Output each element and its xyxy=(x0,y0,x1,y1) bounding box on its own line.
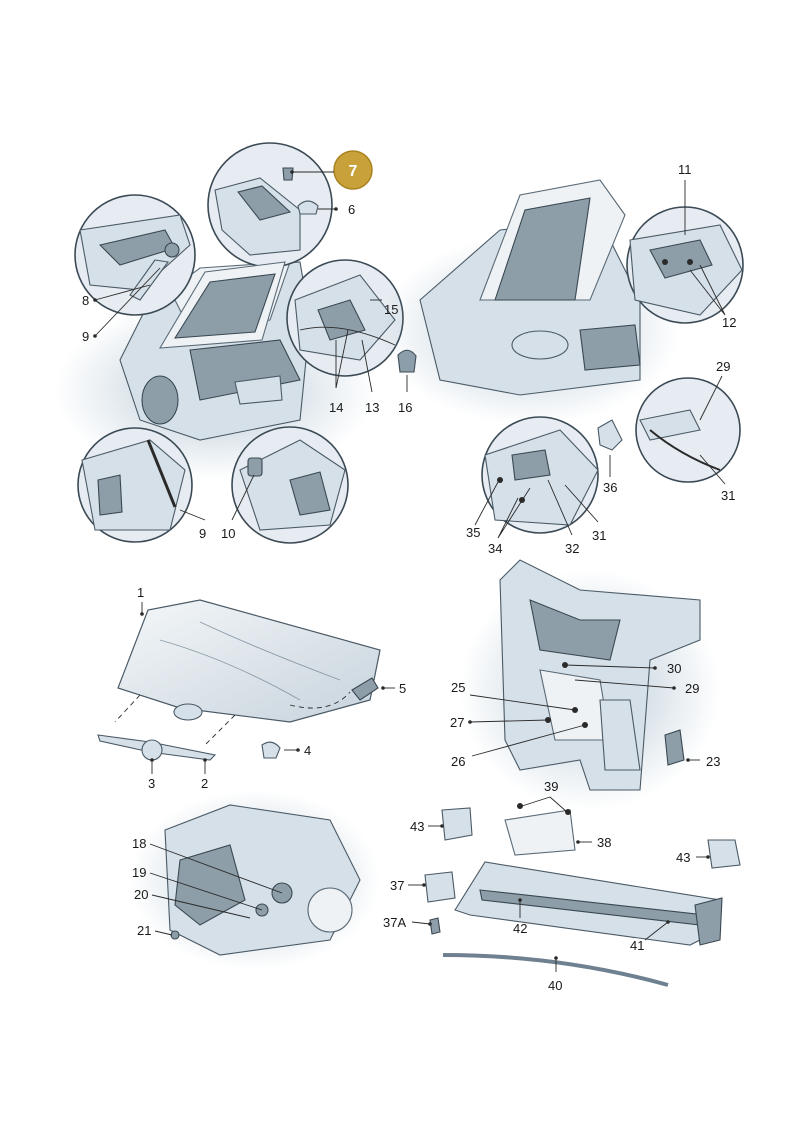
engine-bay-detail xyxy=(130,790,380,970)
part-7-highlight-badge: 7 xyxy=(290,150,373,190)
label-41: 41 xyxy=(630,938,644,953)
label-21: 21 xyxy=(137,923,151,938)
label-40: 40 xyxy=(548,978,562,993)
car-front-right-view xyxy=(380,179,680,425)
label-34: 34 xyxy=(488,541,502,556)
body-pillar-section xyxy=(460,559,720,810)
label-2: 2 xyxy=(201,776,208,791)
detail-circle-latch-right xyxy=(481,416,599,534)
detail-circle-switch xyxy=(231,426,349,544)
labels-hood: 1 5 4 3 2 xyxy=(137,585,406,791)
label-42: 42 xyxy=(513,921,527,936)
label-25: 25 xyxy=(451,680,465,695)
label-39: 39 xyxy=(544,779,558,794)
label-23: 23 xyxy=(706,754,720,769)
label-4: 4 xyxy=(304,743,311,758)
label-31-right: 31 xyxy=(721,488,735,503)
label-14: 14 xyxy=(329,400,343,415)
label-37a: 37A xyxy=(383,915,406,930)
label-5: 5 xyxy=(399,681,406,696)
label-1: 1 xyxy=(137,585,144,600)
labels-cowl: 39 43 38 43 37 37A 42 41 40 xyxy=(383,779,710,993)
label-43-right: 43 xyxy=(676,850,690,865)
detail-circle-cable-right xyxy=(635,377,741,483)
label-9-bottom: 9 xyxy=(199,526,206,541)
label-36: 36 xyxy=(603,480,617,495)
detail-circle-hood-bumper xyxy=(207,142,333,268)
part-36-bracket xyxy=(597,419,623,451)
label-13: 13 xyxy=(365,400,379,415)
label-30: 30 xyxy=(667,661,681,676)
label-32: 32 xyxy=(565,541,579,556)
label-19: 19 xyxy=(132,865,146,880)
detail-circle-strut xyxy=(77,427,193,543)
labels-top-right: 11 12 29 31 36 35 34 32 31 xyxy=(466,162,736,556)
label-29-top: 29 xyxy=(716,359,730,374)
label-9-top: 9 xyxy=(82,329,89,344)
cowl-panel-assembly xyxy=(424,803,741,987)
label-3: 3 xyxy=(148,776,155,791)
detail-circle-latch xyxy=(286,259,404,377)
label-35: 35 xyxy=(466,525,480,540)
label-18: 18 xyxy=(132,836,146,851)
label-6: 6 xyxy=(348,202,355,217)
label-10: 10 xyxy=(221,526,235,541)
hood-panel-assembly xyxy=(97,599,381,761)
labels-top-left: 6 8 9 15 14 13 16 9 10 xyxy=(82,202,412,541)
hood-open-panel xyxy=(158,261,286,349)
label-29-pillar: 29 xyxy=(685,681,699,696)
label-26: 26 xyxy=(451,754,465,769)
label-8: 8 xyxy=(82,293,89,308)
label-20: 20 xyxy=(134,887,148,902)
labels-pillar: 30 29 25 27 26 23 xyxy=(450,661,720,769)
label-37: 37 xyxy=(390,878,404,893)
label-31-center: 31 xyxy=(592,528,606,543)
label-16: 16 xyxy=(398,400,412,415)
label-11: 11 xyxy=(678,162,692,177)
label-27: 27 xyxy=(450,715,464,730)
label-43-left: 43 xyxy=(410,819,424,834)
detail-circle-hinge xyxy=(74,194,196,316)
highlight-number: 7 xyxy=(349,163,358,180)
label-12: 12 xyxy=(722,315,736,330)
labels-engine-bay: 18 19 20 21 xyxy=(132,836,283,938)
label-38: 38 xyxy=(597,835,611,850)
